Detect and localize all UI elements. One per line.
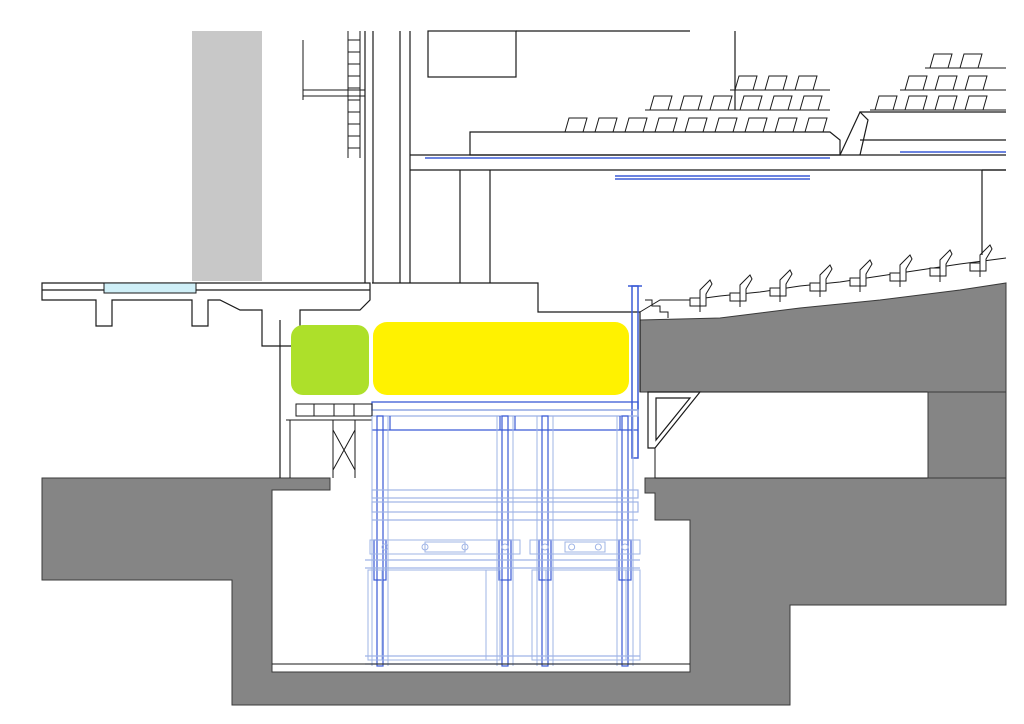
stalls-seat — [929, 249, 953, 282]
balcony-seat — [964, 95, 988, 111]
stalls-seat — [769, 269, 793, 302]
concrete-structure — [41, 282, 1007, 706]
machinery-frame — [369, 539, 521, 555]
balcony-seat — [714, 117, 738, 133]
balcony-seat — [804, 117, 828, 133]
gear-wheel — [541, 543, 549, 551]
proscenium-walls — [364, 30, 1006, 283]
forestage-block — [279, 282, 641, 478]
gear-wheel — [501, 543, 509, 551]
zone-yellow — [373, 322, 629, 395]
balcony-seat — [964, 75, 988, 91]
balcony-seat — [934, 75, 958, 91]
ladder — [302, 31, 365, 158]
right-wall — [981, 169, 1006, 255]
zone-green — [291, 325, 369, 395]
balcony-seat — [624, 117, 648, 133]
stalls-seats — [639, 244, 1007, 318]
stage-floor — [41, 282, 371, 347]
lift-columns — [367, 415, 641, 667]
balcony-seat — [739, 95, 763, 111]
balcony-seat — [649, 95, 673, 111]
balcony-seat — [564, 117, 588, 133]
balcony-seat — [929, 53, 953, 69]
lower-frame — [531, 569, 641, 661]
balcony-seat — [734, 75, 758, 91]
balcony-seat — [934, 95, 958, 111]
balcony-seats — [560, 53, 1006, 133]
lift-column — [541, 415, 549, 667]
machinery-frame — [529, 539, 641, 555]
balcony-seat — [904, 75, 928, 91]
balcony-seat — [654, 117, 678, 133]
balcony-seat — [594, 117, 618, 133]
stalls-seat — [729, 274, 753, 307]
balcony-platform — [469, 110, 1006, 156]
gear-wheel — [461, 543, 469, 551]
under-stalls-void — [654, 391, 929, 479]
balcony-seat — [744, 117, 768, 133]
grey-column — [192, 31, 262, 281]
blue-beams — [425, 151, 1006, 180]
cantilever-bracket — [647, 391, 702, 449]
lower-frame — [367, 569, 501, 661]
motor-block — [424, 541, 466, 553]
gear-wheel — [594, 543, 602, 551]
under-stalls-concrete-right — [927, 391, 1007, 479]
balcony-seat — [904, 95, 928, 111]
balcony-seat — [799, 95, 823, 111]
lift-column — [621, 415, 629, 667]
glass-panel — [103, 282, 197, 294]
balcony-seat — [679, 95, 703, 111]
gear-wheel — [421, 543, 429, 551]
gear-wheel — [381, 543, 389, 551]
pit-concrete — [41, 477, 1007, 706]
balcony-seat — [769, 95, 793, 111]
balcony-seat — [874, 95, 898, 111]
balcony-seat — [774, 117, 798, 133]
stalls-seat — [849, 259, 873, 292]
motor-block — [564, 541, 606, 553]
balcony-seat — [764, 75, 788, 91]
lift-column — [376, 415, 384, 667]
stalls-seat — [969, 244, 993, 277]
stalls-steps — [645, 299, 669, 318]
side-truss — [286, 403, 373, 478]
stalls-seat — [809, 264, 833, 297]
balcony-seat — [684, 117, 708, 133]
lift-column — [501, 415, 509, 667]
stalls-seat — [889, 254, 913, 287]
balcony-seat — [959, 53, 983, 69]
pit-rail — [628, 285, 642, 459]
gear-wheel — [621, 543, 629, 551]
stalls-seat — [689, 279, 713, 312]
balcony-seat — [709, 95, 733, 111]
balcony-seat — [794, 75, 818, 91]
gear-wheel — [568, 543, 576, 551]
